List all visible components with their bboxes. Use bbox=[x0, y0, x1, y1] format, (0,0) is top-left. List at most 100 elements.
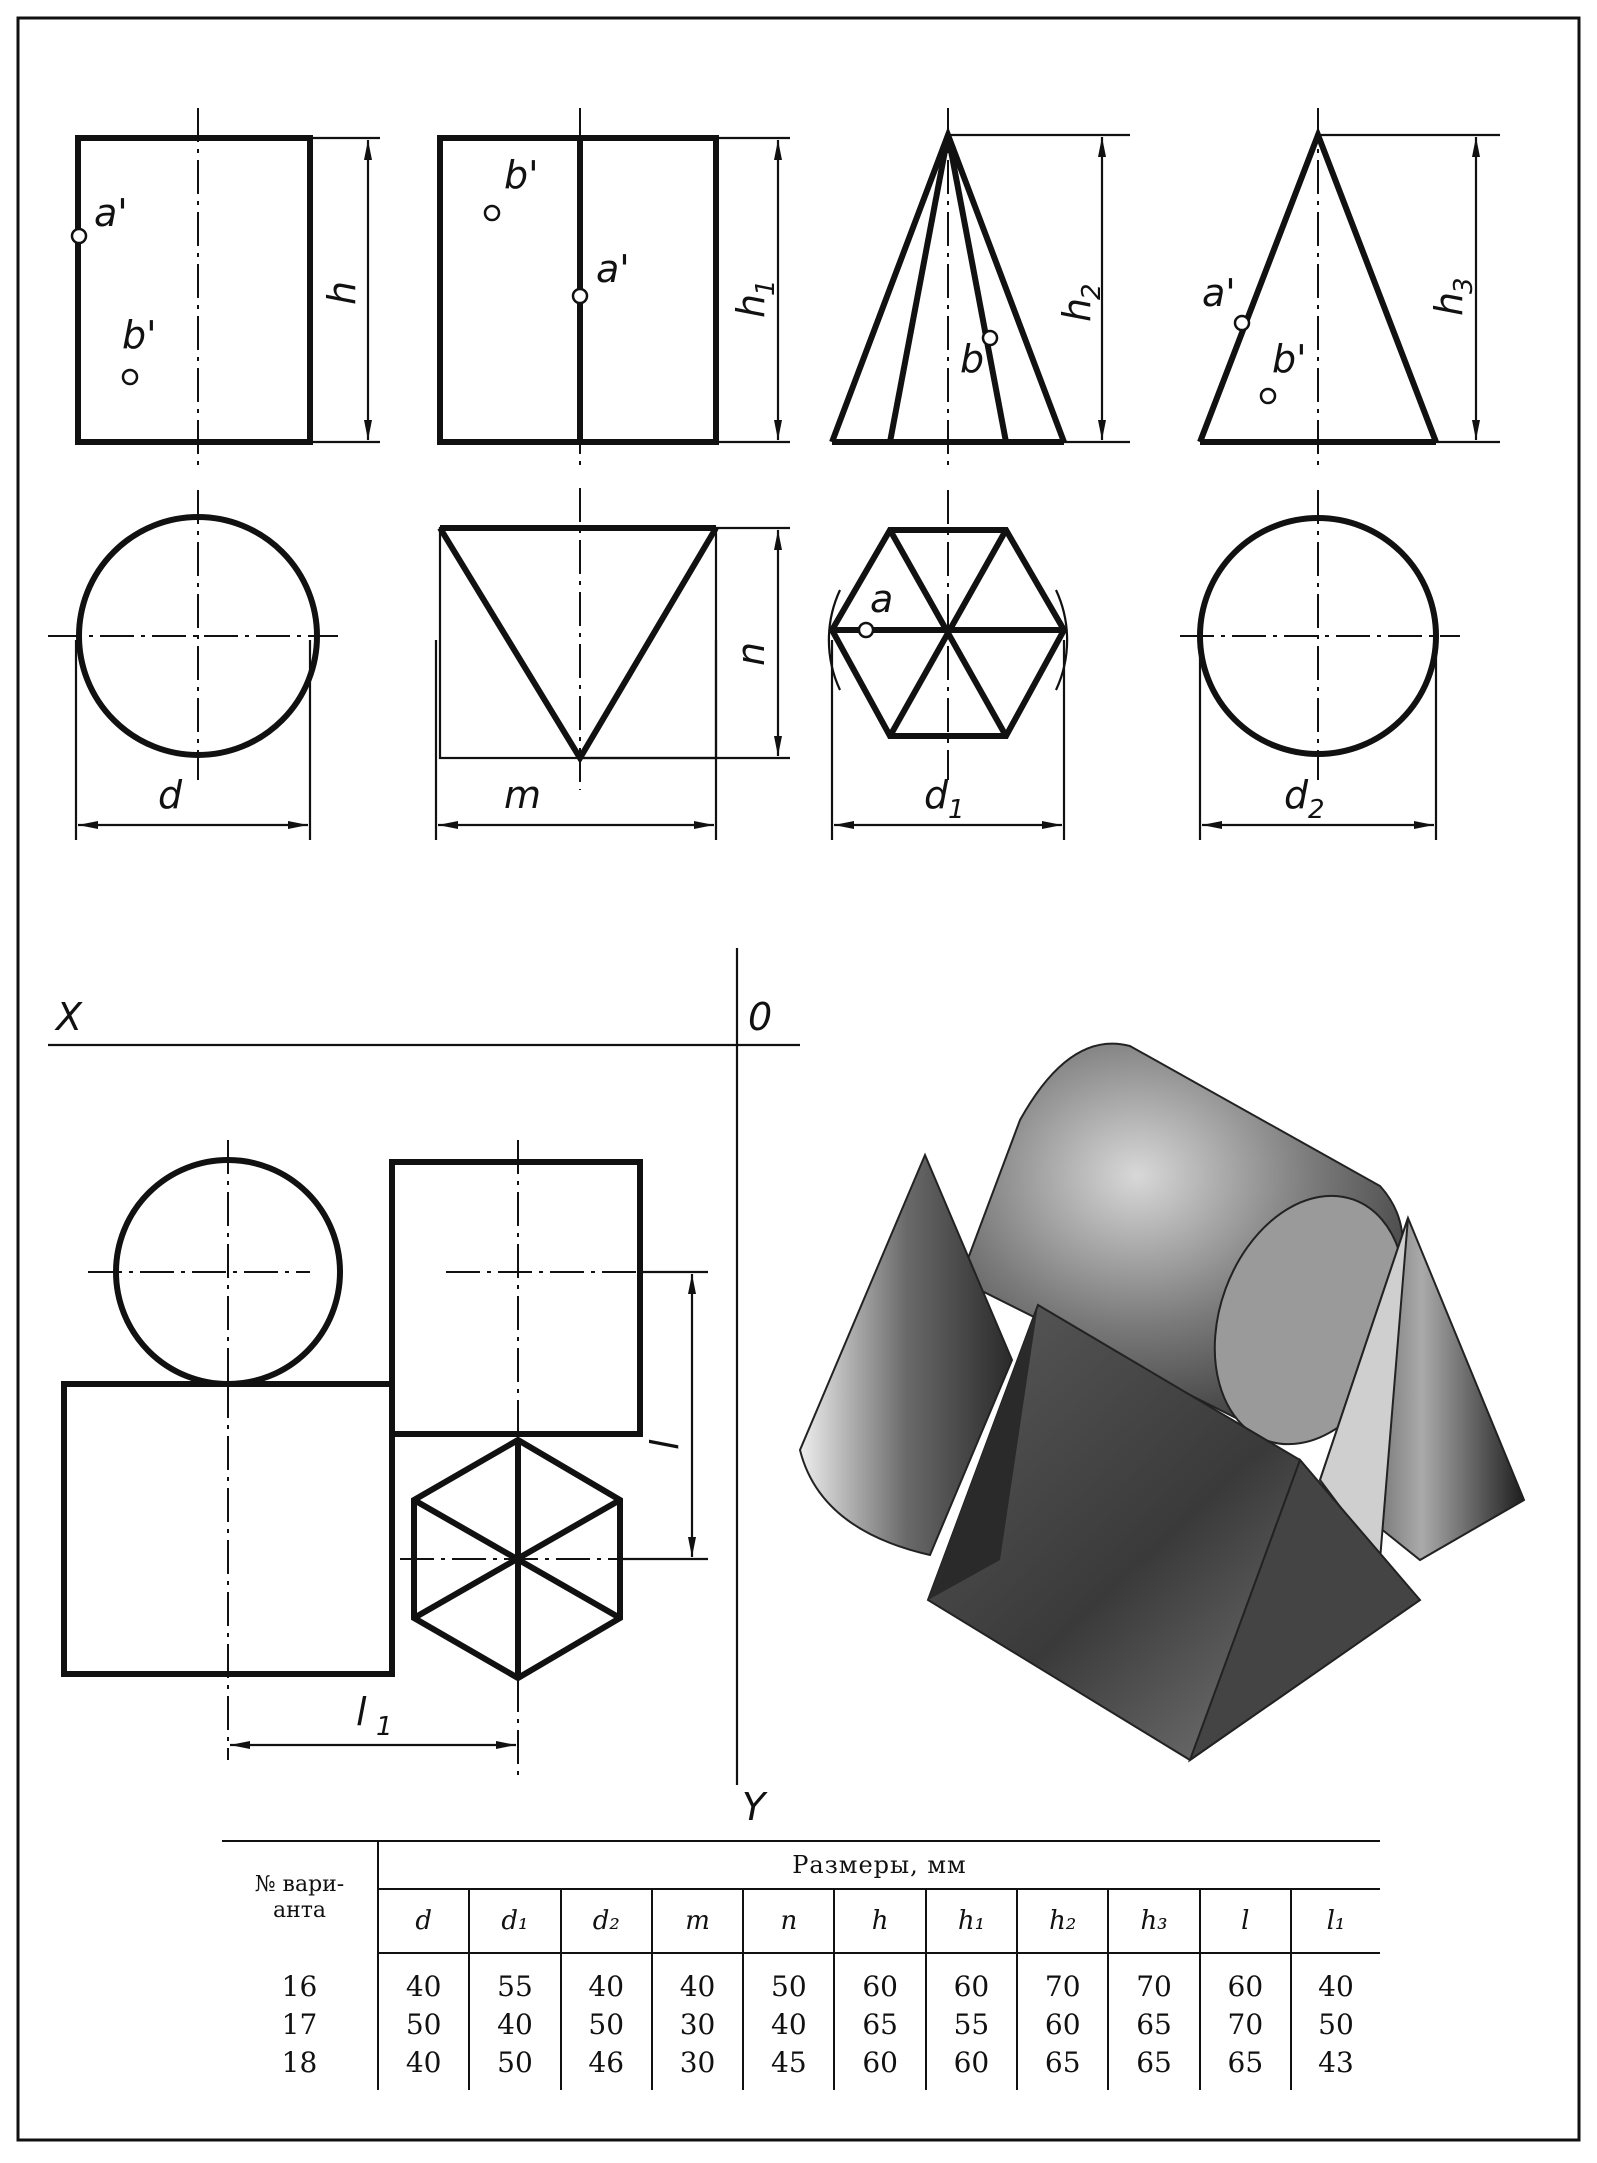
label-a-prime: a' bbox=[1202, 271, 1236, 315]
dimension-value: 50 bbox=[588, 2008, 625, 2041]
prism-top-view: n m bbox=[434, 488, 790, 840]
dimension-value: 50 bbox=[405, 2008, 442, 2041]
dimension-value: 60 bbox=[1227, 1970, 1264, 2003]
point-a bbox=[857, 621, 875, 639]
dimension-value: 65 bbox=[862, 2008, 898, 2041]
dimension-value: 70 bbox=[1136, 1970, 1172, 2003]
dimension-value: 55 bbox=[497, 1970, 533, 2003]
label-b-prime: b' bbox=[504, 153, 539, 197]
composition-plan-view: X 0 Y l l 1 bbox=[48, 948, 800, 1829]
label-h3-sub: 3 bbox=[1449, 277, 1479, 294]
dimension-value: 65 bbox=[1136, 2008, 1172, 2041]
cylinder-front-view: a' b' h bbox=[70, 108, 380, 470]
label-d2-sub: 2 bbox=[1308, 795, 1325, 825]
label-b-prime: b' bbox=[122, 313, 157, 357]
cone-front-view: a' b' h 3 bbox=[1197, 108, 1500, 470]
dimensions-table: № вари- анта Размеры, мм d d₁ d₂ m n h h… bbox=[222, 1840, 1380, 2090]
dimension-value: 30 bbox=[679, 2046, 716, 2079]
dimension-value: 60 bbox=[862, 1970, 898, 2003]
column-header: d bbox=[378, 1889, 471, 1954]
dimension-value: 43 bbox=[1318, 2046, 1354, 2079]
label-l1-sub: 1 bbox=[376, 1712, 393, 1742]
point-a-prime bbox=[1233, 314, 1251, 332]
variant-header-line2: анта bbox=[272, 1897, 327, 1923]
point-a-prime bbox=[571, 287, 589, 305]
axis-y-label: Y bbox=[742, 1785, 768, 1829]
label-d: d bbox=[158, 773, 183, 817]
label-n: n bbox=[729, 642, 773, 666]
dimension-value: 60 bbox=[862, 2046, 898, 2079]
dimension-value: 45 bbox=[771, 2046, 807, 2079]
label-d1: d bbox=[924, 773, 949, 817]
point-b-prime bbox=[121, 368, 139, 386]
dimension-value: 40 bbox=[679, 1970, 716, 2003]
dimension-value: 70 bbox=[1044, 1970, 1081, 2003]
prism-front-view: b' a' h 1 bbox=[437, 108, 790, 470]
axis-origin-label: 0 bbox=[748, 995, 772, 1039]
column-header: h bbox=[834, 1889, 927, 1954]
variant-number: 16 bbox=[281, 1969, 318, 2003]
label-a: a bbox=[870, 577, 893, 621]
dimension-value: 40 bbox=[405, 2046, 442, 2079]
column-header: n bbox=[743, 1889, 836, 1954]
column-header: h₁ bbox=[925, 1889, 1019, 1954]
label-b-prime: b' bbox=[960, 337, 995, 381]
label-h: h bbox=[320, 281, 364, 305]
axis-x-label: X bbox=[54, 995, 83, 1039]
label-d2: d bbox=[1284, 773, 1309, 817]
label-h1-sub: 1 bbox=[751, 279, 781, 296]
point-a-prime bbox=[70, 227, 88, 245]
label-b-prime: b' bbox=[1272, 337, 1307, 381]
dimension-value: 40 bbox=[588, 1970, 625, 2003]
dimension-value: 50 bbox=[771, 1970, 807, 2003]
sheet-border bbox=[16, 16, 1581, 2142]
cylinder-top-view: d bbox=[48, 490, 338, 840]
label-d1-sub: 1 bbox=[948, 795, 965, 825]
value-cell: 40 50 43 bbox=[1291, 1953, 1380, 2090]
dimension-value: 65 bbox=[1044, 2046, 1081, 2079]
column-header: d₁ bbox=[469, 1889, 562, 1954]
dimension-value: 55 bbox=[953, 2008, 990, 2041]
label-h1: h bbox=[729, 294, 773, 318]
column-header: h₃ bbox=[1108, 1889, 1201, 1954]
dimension-value: 60 bbox=[953, 2046, 990, 2079]
dimensions-header: Размеры, мм bbox=[378, 1841, 1380, 1890]
label-l1: l bbox=[356, 1690, 367, 1734]
dimension-value: 60 bbox=[1044, 2008, 1081, 2041]
label-h2: h bbox=[1055, 298, 1099, 322]
dimension-value: 50 bbox=[1318, 2008, 1354, 2041]
isometric-solids-illustration bbox=[798, 1042, 1526, 1763]
value-cell: 60 55 60 bbox=[925, 1953, 1019, 2090]
variant-number: 17 bbox=[281, 2007, 318, 2041]
pyramid-front-view: b' h 2 bbox=[829, 108, 1130, 470]
point-b-prime bbox=[1259, 387, 1277, 405]
cone-top-view: d 2 bbox=[1180, 490, 1460, 840]
variant-cell: 16 17 18 bbox=[222, 1953, 379, 2090]
dimension-value: 60 bbox=[953, 1970, 990, 2003]
square-shape bbox=[389, 1159, 643, 1437]
value-cell: 70 65 65 bbox=[1108, 1953, 1201, 2090]
dimension-value: 50 bbox=[497, 2046, 533, 2079]
column-header: h₂ bbox=[1017, 1889, 1110, 1954]
point-b-prime bbox=[981, 329, 999, 347]
label-a-prime: a' bbox=[94, 191, 128, 235]
dimension-value: 65 bbox=[1136, 2046, 1172, 2079]
dimension-value: 65 bbox=[1227, 2046, 1264, 2079]
value-cell: 60 65 60 bbox=[834, 1953, 927, 2090]
variant-number: 18 bbox=[281, 2045, 318, 2079]
pyramid-top-view: a d 1 bbox=[827, 490, 1069, 840]
dimension-value: 40 bbox=[405, 1970, 442, 2003]
label-m: m bbox=[504, 773, 541, 817]
value-cell: 70 60 65 bbox=[1017, 1953, 1110, 2090]
column-header: l bbox=[1199, 1889, 1292, 1954]
point-b-prime bbox=[483, 204, 501, 222]
dimension-value: 40 bbox=[1318, 1970, 1354, 2003]
